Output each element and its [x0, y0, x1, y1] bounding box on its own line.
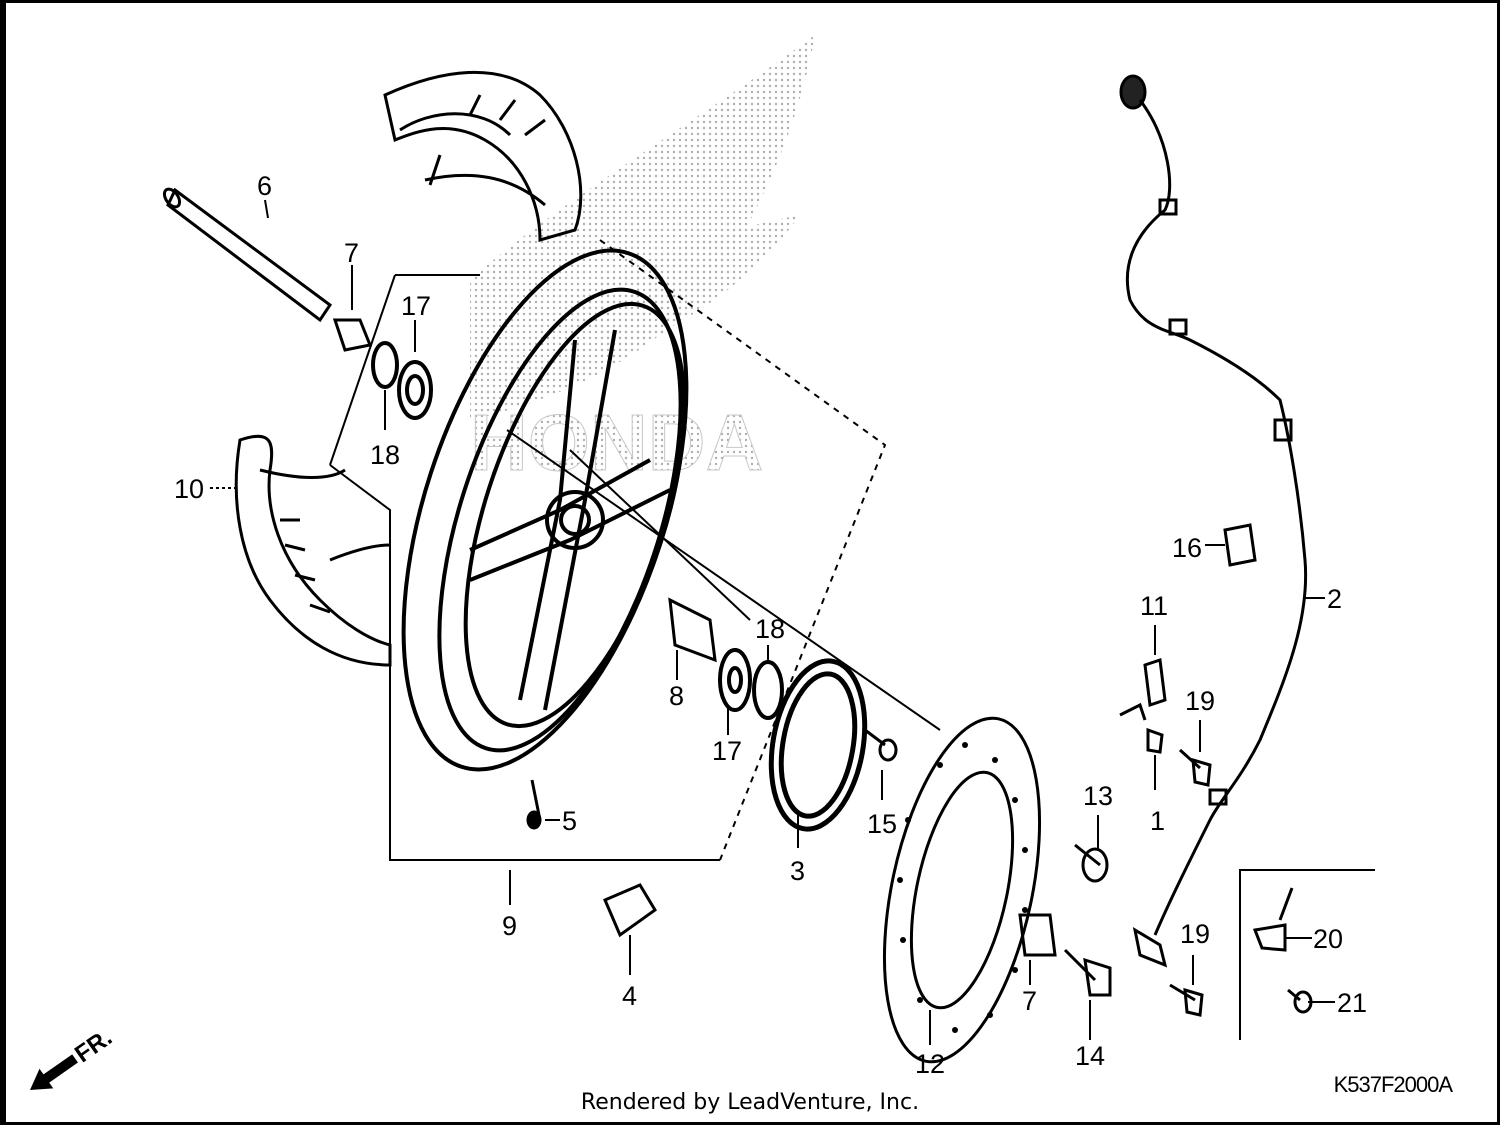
disc-bolt: [1074, 843, 1109, 883]
pulser-ring: [768, 658, 868, 832]
dust-seal-upper: [371, 341, 399, 389]
diagram-code: K537F2000A: [1333, 1072, 1453, 1097]
callout-3: 3: [790, 856, 805, 886]
callout-21: 21: [1337, 988, 1367, 1018]
callout-18-upper: 18: [370, 440, 400, 470]
callout-labels: 1 2 3 4 5 6 7 7 8 9 10 11 12 13 14 15 16…: [174, 171, 1367, 1079]
inset-sensor: [1252, 887, 1294, 952]
pulser-ring-screw: [864, 728, 898, 762]
tire-lower-section: [234, 434, 392, 667]
callout-13: 13: [1083, 781, 1113, 811]
callout-15: 15: [867, 809, 897, 839]
brake-disc: [882, 716, 1042, 1064]
callout-7-upper: 7: [344, 238, 359, 268]
dust-seal-lower: [752, 660, 784, 720]
cable-clip: [1223, 523, 1257, 567]
bearing-lower: [718, 648, 752, 712]
callout-9: 9: [502, 911, 517, 941]
wheel-speed-sensor: [1132, 926, 1168, 968]
callout-10: 10: [174, 474, 204, 504]
clamp-nut: [1146, 727, 1164, 754]
inset-bolt: [1287, 988, 1313, 1014]
callout-19-upper: 19: [1185, 686, 1215, 716]
direction-arrow-icon: [30, 1054, 78, 1090]
wheel-rim: [401, 248, 689, 772]
callout-6: 6: [257, 171, 272, 201]
tire-upper-section: [383, 70, 583, 242]
inset-box: [1239, 869, 1375, 1040]
callout-12: 12: [915, 1049, 945, 1079]
callout-17-upper: 17: [401, 291, 431, 321]
axle-collar-lower: [1018, 913, 1057, 957]
bearing-upper: [397, 360, 433, 420]
flange-bolt: [1063, 948, 1112, 997]
footer-credit: Rendered by LeadVenture, Inc.: [580, 1090, 920, 1115]
leader-lines: [210, 199, 1335, 1045]
callout-1: 1: [1150, 806, 1165, 836]
axle-collar-upper: [332, 318, 373, 352]
callout-2: 2: [1327, 584, 1342, 614]
callout-17-lower: 17: [712, 736, 742, 766]
callout-4: 4: [622, 981, 637, 1011]
speed-sensor-cable: [1119, 74, 1308, 936]
front-axle-shaft: [162, 187, 333, 323]
callout-14: 14: [1075, 1041, 1105, 1071]
callout-18-lower: 18: [755, 614, 785, 644]
cable-clamp: [1119, 657, 1167, 721]
tire-valve: [526, 779, 542, 830]
callout-19-lower: 19: [1180, 919, 1210, 949]
balance-weight: [603, 883, 657, 938]
callout-20: 20: [1313, 924, 1343, 954]
callout-11: 11: [1140, 591, 1168, 621]
callout-16: 16: [1172, 533, 1202, 563]
honda-watermark-text: HONDA: [470, 398, 763, 487]
distance-collar: [668, 597, 717, 663]
callout-5: 5: [562, 806, 577, 836]
sensor-bolt-upper: [1178, 748, 1212, 787]
callout-8: 8: [669, 681, 684, 711]
sensor-bolt-lower: [1169, 983, 1204, 1017]
callout-7-lower: 7: [1022, 986, 1037, 1016]
